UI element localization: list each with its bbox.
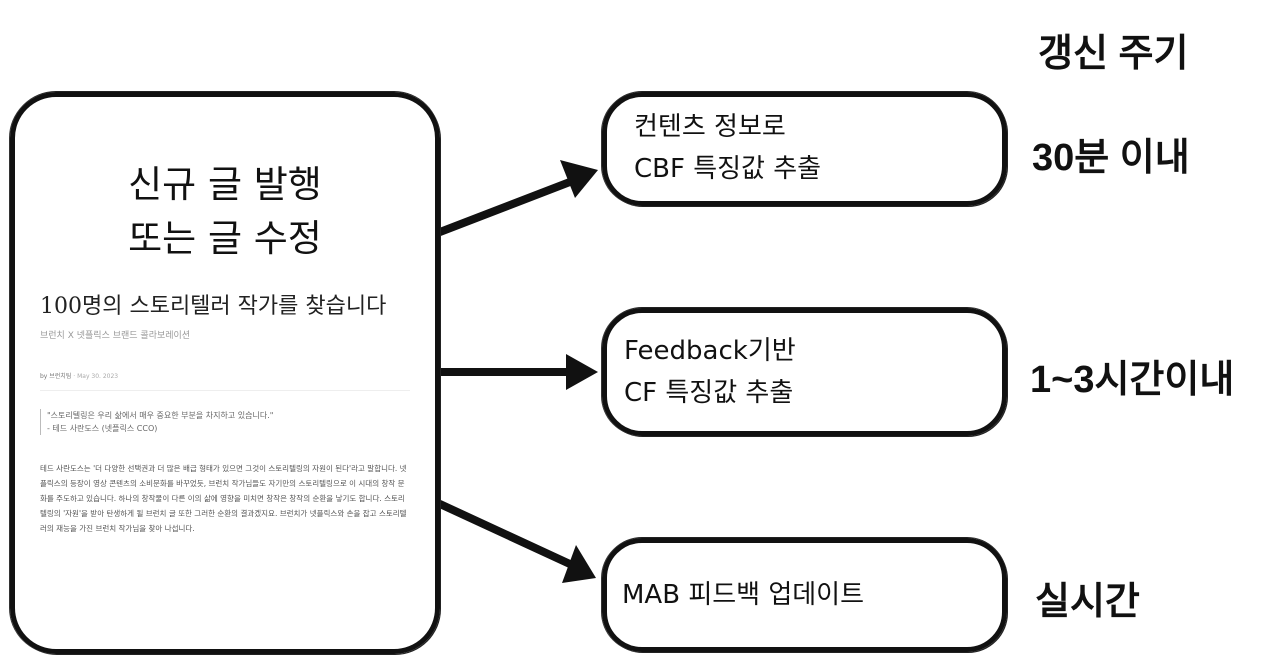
article-date: May 30. 2023 (77, 373, 119, 380)
source-box (10, 92, 440, 654)
arrow-to-cbf (436, 160, 598, 236)
cf-cycle-label: 1~3시간이내 (1030, 359, 1235, 401)
cbf-node-text: 컨텐츠 정보로 CBF 특징값 추출 (634, 106, 821, 190)
article-quote-line-1: "스토리텔링은 우리 삶에서 매우 중요한 부분을 차지하고 있습니다." (47, 411, 274, 420)
cf-node (602, 308, 1007, 436)
arrow-to-cf (436, 354, 598, 390)
source-title-line-2: 또는 글 수정 (128, 217, 322, 260)
article-quote: "스토리텔링은 우리 삶에서 매우 중요한 부분을 차지하고 있습니다." - … (40, 409, 410, 435)
mab-line-1: MAB 피드백 업데이트 (622, 580, 865, 610)
article-divider (40, 390, 410, 391)
cf-line-1: Feedback기반 (624, 336, 796, 366)
article-quote-line-2: - 테드 사란도스 (넷플릭스 CCO) (47, 424, 158, 433)
cbf-line-2: CBF 특징값 추출 (634, 154, 822, 184)
cf-line-2: CF 특징값 추출 (624, 378, 794, 408)
cbf-line-1: 컨텐츠 정보로 (634, 112, 786, 142)
article-screenshot: 100명의 스토리텔러 작가를 찾습니다 브런치 X 넷플릭스 브랜드 콜라보레… (40, 292, 410, 536)
arrow-to-mab (436, 500, 596, 583)
mab-node (602, 538, 1007, 652)
cf-node-text: Feedback기반 CF 특징값 추출 (624, 330, 796, 414)
cbf-cycle-label: 30분 이내 (1032, 137, 1190, 179)
article-title: 100명의 스토리텔러 작가를 찾습니다 (40, 294, 387, 319)
article-meta: by 브런치팀 · May 30. 2023 (40, 373, 119, 380)
source-title: 신규 글 발행 또는 글 수정 (70, 158, 380, 266)
mab-cycle-label: 실시간 (1035, 581, 1140, 623)
article-author: by 브런치팀 (40, 373, 72, 380)
source-title-line-1: 신규 글 발행 (128, 163, 322, 206)
mab-node-text: MAB 피드백 업데이트 (622, 574, 864, 616)
article-body: 테드 사란도스는 '더 다양한 선택권과 더 많은 배급 형태가 있으면 그것이… (40, 464, 407, 533)
cbf-node (602, 92, 1007, 206)
article-subtitle: 브런치 X 넷플릭스 브랜드 콜라보레이션 (40, 331, 191, 341)
update-cycle-header: 갱신 주기 (1038, 33, 1189, 75)
